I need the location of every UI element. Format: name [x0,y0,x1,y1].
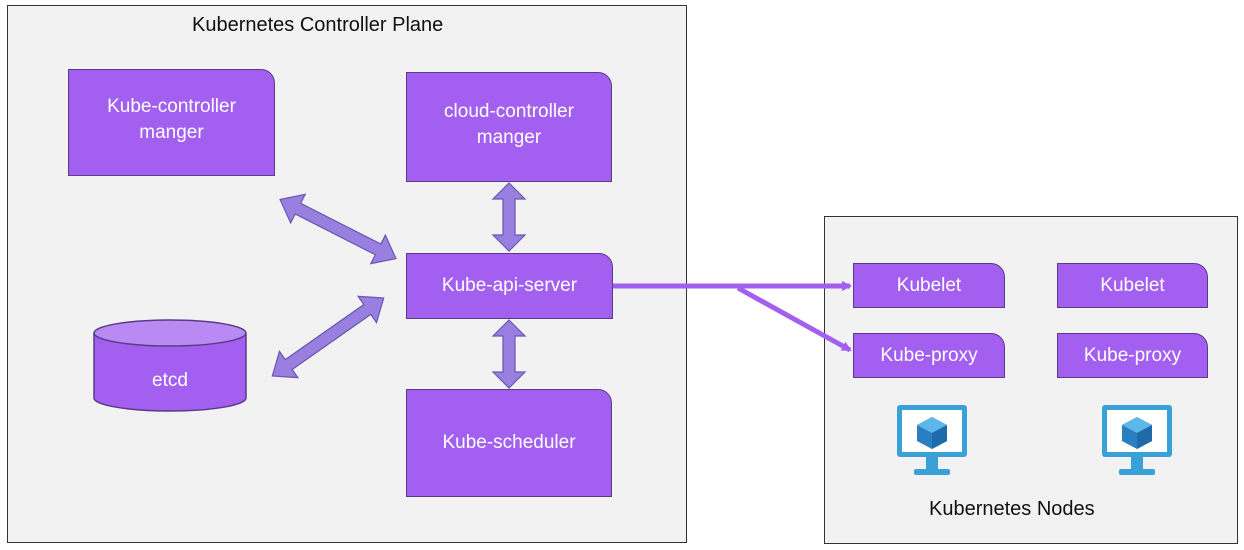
kube-api-server-label: Kube-api-server [441,275,578,297]
node1-kubelet-box: Kubelet [853,263,1005,308]
kube-scheduler-label: Kube-scheduler [442,432,576,453]
etcd-label: etcd [152,370,188,391]
node2-kubelet-box: Kubelet [1057,263,1208,308]
kube-controller-manager-box: Kube-controller manger [68,69,275,176]
arrow-cloud-controller-api-server [491,182,527,252]
cloud-controller-manager-box: cloud-controller manger [406,72,612,182]
cloud-controller-manager-label: cloud-controller manger [444,101,574,148]
vm-monitor-icon [897,405,967,475]
node1-kubelet-label: Kubelet [896,274,962,296]
node1-kube-proxy-label: Kube-proxy [880,344,978,366]
nodes-title: Kubernetes Nodes [929,498,1095,520]
arrow-controller-manager-api-server [279,193,397,265]
node2-kube-proxy-label: Kube-proxy [1083,344,1182,366]
connector-api-server-kube-proxy [736,285,852,353]
arrow-etcd-api-server [271,295,385,379]
node2-kube-proxy-box: Kube-proxy [1057,333,1208,378]
kube-scheduler-box: Kube-scheduler [406,389,612,497]
node2-kubelet-label: Kubelet [1100,274,1165,296]
vm-monitor-icon [1102,405,1172,475]
kube-controller-manager-label: Kube-controller manger [107,96,236,143]
control-plane-title: Kubernetes Controller Plane [192,14,444,36]
etcd-database: etcd [93,319,247,412]
arrow-api-server-scheduler [491,319,527,389]
kube-api-server-box: Kube-api-server [406,253,613,319]
node1-kube-proxy-box: Kube-proxy [853,333,1005,378]
